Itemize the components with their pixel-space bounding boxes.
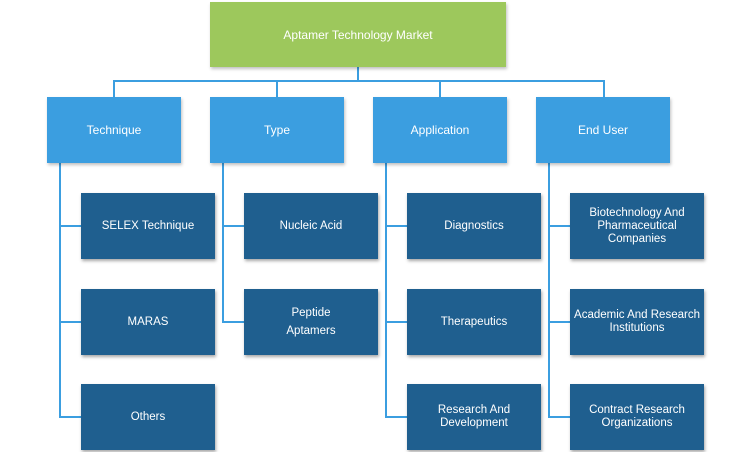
leaf-label: Nucleic Acid [279, 219, 343, 232]
category-label: Application [410, 123, 470, 137]
stub [222, 321, 244, 323]
category-drop-type [276, 80, 278, 97]
stub [385, 416, 407, 418]
leaf-label: Biotechnology And Pharmaceutical Compani… [589, 206, 685, 245]
root-node: Aptamer Technology Market [210, 2, 506, 67]
leaf-research-and-development: Research And Development [407, 384, 541, 450]
leaf-contract-research-organizations: Contract Research Organizations [570, 384, 704, 450]
leaf-label: Research And Development [437, 404, 511, 429]
spine-technique [59, 163, 61, 418]
leaf-label: Contract Research Organizations [589, 404, 685, 429]
leaf-label: MARAS [127, 315, 169, 328]
category-drop-end-user [603, 80, 605, 97]
stub [385, 321, 407, 323]
stub [59, 416, 81, 418]
stub [59, 225, 81, 227]
leaf-academic-research-institutions: Academic And Research Institutions [570, 289, 704, 355]
category-technique: Technique [47, 97, 181, 163]
stub [59, 321, 81, 323]
leaf-label: Therapeutics [440, 315, 508, 328]
leaf-selex-technique: SELEX Technique [81, 193, 215, 259]
category-bus [113, 80, 605, 82]
leaf-biotech-pharma-companies: Biotechnology And Pharmaceutical Compani… [570, 193, 704, 259]
stub [548, 321, 570, 323]
category-label: Technique [86, 123, 142, 137]
leaf-others: Others [81, 384, 215, 450]
leaf-nucleic-acid: Nucleic Acid [244, 193, 378, 259]
category-type: Type [210, 97, 344, 163]
category-label: End User [577, 123, 629, 137]
leaf-label: SELEX Technique [101, 219, 195, 232]
category-label: Type [263, 123, 290, 137]
leaf-diagnostics: Diagnostics [407, 193, 541, 259]
spine-application [385, 163, 387, 418]
category-application: Application [373, 97, 507, 163]
leaf-label: Diagnostics [444, 219, 504, 232]
stub [222, 225, 244, 227]
leaf-label: Academic And Research Institutions [574, 309, 700, 334]
leaf-label: Others [130, 410, 166, 423]
stub [385, 225, 407, 227]
stub [548, 416, 570, 418]
leaf-peptide-aptamers: Peptide Aptamers [244, 289, 378, 355]
leaf-label: Peptide Aptamers [286, 307, 336, 337]
root-connector [357, 67, 359, 81]
category-drop-technique [113, 80, 115, 97]
category-end-user: End User [536, 97, 670, 163]
root-label: Aptamer Technology Market [283, 27, 433, 42]
leaf-maras: MARAS [81, 289, 215, 355]
spine-type [222, 163, 224, 323]
stub [548, 225, 570, 227]
leaf-therapeutics: Therapeutics [407, 289, 541, 355]
category-drop-application [439, 80, 441, 97]
spine-end-user [548, 163, 550, 418]
